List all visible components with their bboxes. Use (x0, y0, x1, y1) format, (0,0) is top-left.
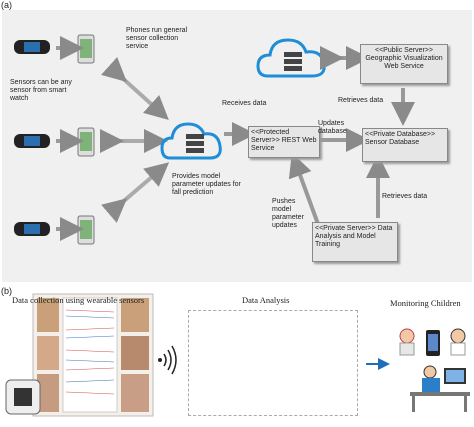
data-analysis-panel (188, 310, 358, 416)
provides-updates-label: Provides model parameter updates for fal… (172, 173, 241, 196)
monitoring-title: Monitoring Children (390, 298, 461, 308)
monitoring-illustration (399, 328, 470, 412)
panel-a-letter: (a) (1, 0, 12, 10)
receives-data-label: Receives data (222, 100, 267, 107)
updates-database-label: Updates database (318, 120, 347, 135)
sensors-label: Sensors can be any sensor from smart wat… (10, 79, 72, 102)
phone-cloud-arrow-1 (101, 57, 169, 121)
wearable-band-3 (14, 222, 50, 236)
data-collection-title: Data collection using wearable sensors (12, 295, 145, 305)
private-server-box: <<Private Server>> Data Analysis and Mod… (312, 222, 398, 262)
pushes-updates-label: Pushes model parameter updates (272, 198, 304, 229)
smartphone-2 (77, 127, 95, 157)
wearable-band-1 (14, 40, 50, 54)
sensor-photo-collage (32, 293, 154, 417)
private-database-box: <<Private Database>> Sensor Database (362, 128, 448, 162)
smartphone-1 (77, 34, 95, 64)
wireless-signal-icon (158, 345, 177, 375)
wearable-band-2 (14, 134, 50, 148)
central-cloud-icon (160, 122, 222, 160)
smartphone-3 (77, 215, 95, 245)
panel-b-letter: (b) (1, 286, 12, 296)
retrieves-data-top-label: Retrieves data (338, 97, 384, 104)
public-server-box: <<Public Server>> Geographic Visualizati… (360, 44, 448, 84)
retrieves-data-bottom-label: Retrieves data (382, 193, 428, 200)
phone-cloud-arrow-3 (101, 162, 170, 223)
protected-server-box: <<Protected Server>> REST Web Service (248, 126, 320, 158)
sensor-device-icon (5, 379, 41, 415)
server-protected-arrow (288, 152, 320, 225)
top-cloud-icon (256, 38, 326, 78)
data-analysis-title: Data Analysis (242, 295, 290, 305)
phones-run-label: Phones run general sensor collection ser… (126, 27, 188, 50)
